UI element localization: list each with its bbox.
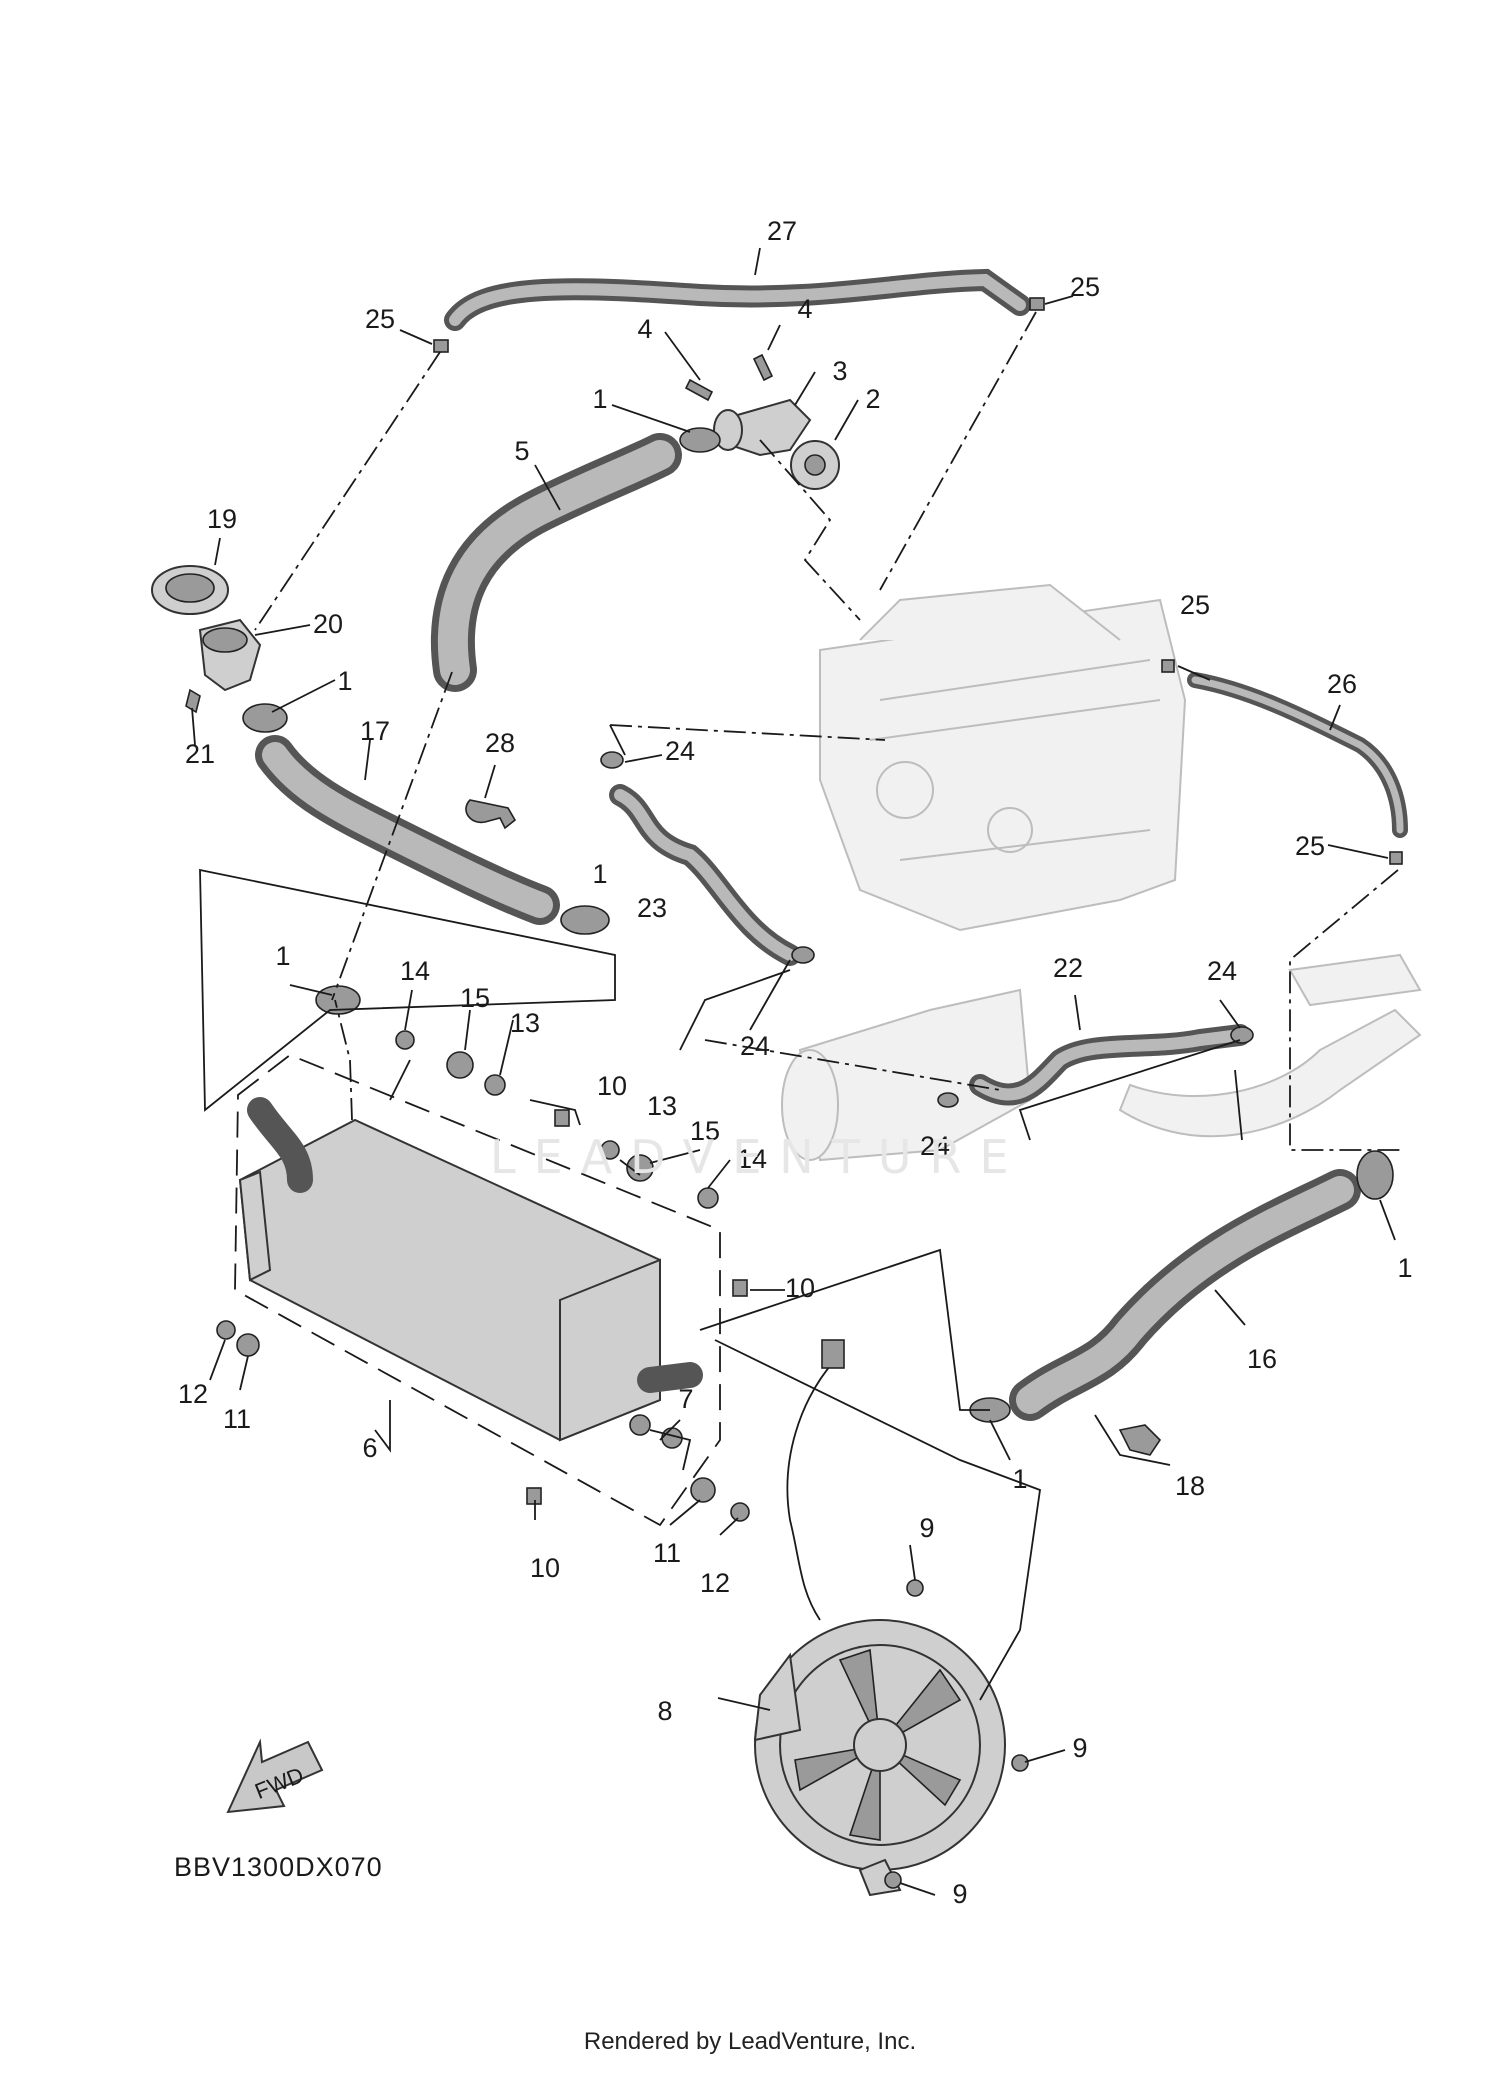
- callout-15: 15: [460, 983, 490, 1013]
- callouts: 27 25 25 25 25 4 4 3 2 1 5 19 20 1 21 17…: [178, 216, 1413, 1909]
- callout-13: 13: [510, 1008, 540, 1038]
- engine-ghost: [819, 583, 1187, 932]
- footer-credit: Rendered by LeadVenture, Inc.: [583, 2028, 917, 2055]
- callout-27: 27: [767, 216, 797, 246]
- callout-6: 6: [362, 1433, 377, 1463]
- cooling-fan: [753, 1339, 1029, 1897]
- callout-15: 15: [690, 1116, 720, 1146]
- callout-9: 9: [919, 1513, 934, 1543]
- hose-clips: [433, 297, 1403, 1108]
- callout-4: 4: [637, 314, 652, 344]
- callout-1: 1: [337, 666, 352, 696]
- callout-12: 12: [700, 1568, 730, 1598]
- callout-1: 1: [592, 384, 607, 414]
- diagram-code: BBV1300DX070: [174, 1852, 383, 1882]
- callout-5: 5: [514, 436, 529, 466]
- callout-24: 24: [740, 1031, 770, 1061]
- clip-18: [1118, 1424, 1162, 1456]
- callout-9: 9: [952, 1879, 967, 1909]
- callout-1: 1: [275, 941, 290, 971]
- callout-3: 3: [832, 356, 847, 386]
- leader-lines: [191, 247, 1400, 1896]
- callout-20: 20: [313, 609, 343, 639]
- callout-17: 17: [360, 716, 390, 746]
- radiator: [238, 1097, 703, 1442]
- callout-25: 25: [1180, 590, 1210, 620]
- callout-25: 25: [1295, 831, 1325, 861]
- watermark-text: LEADVENTURE: [490, 1130, 1027, 1184]
- callout-2: 2: [865, 384, 880, 414]
- callout-14: 14: [737, 1144, 767, 1174]
- thermostat-housing: [713, 398, 840, 490]
- callout-7: 7: [678, 1384, 693, 1414]
- callout-18: 18: [1175, 1471, 1205, 1501]
- callout-12: 12: [178, 1379, 208, 1409]
- filter-ghost: [781, 988, 1032, 1162]
- callout-16: 16: [1247, 1344, 1277, 1374]
- radiator-fasteners: [216, 1030, 750, 1522]
- callout-24: 24: [920, 1131, 950, 1161]
- callout-8: 8: [657, 1696, 672, 1726]
- callout-22: 22: [1053, 953, 1083, 983]
- callout-1: 1: [592, 859, 607, 889]
- callout-11: 11: [653, 1538, 681, 1568]
- callout-1: 1: [1397, 1253, 1412, 1283]
- clamps: [242, 427, 1394, 1423]
- callout-24: 24: [1207, 956, 1237, 986]
- callout-4: 4: [797, 294, 812, 324]
- callout-28: 28: [485, 728, 515, 758]
- callout-10: 10: [530, 1553, 560, 1583]
- radiator-cap-group: [151, 565, 262, 714]
- callout-25: 25: [365, 304, 395, 334]
- clip-28: [465, 799, 517, 830]
- callout-21: 21: [185, 739, 215, 769]
- callout-26: 26: [1327, 669, 1357, 699]
- fwd-arrow: FWD: [226, 1738, 324, 1814]
- callout-1: 1: [1012, 1464, 1027, 1494]
- callout-14: 14: [400, 956, 430, 986]
- callout-25: 25: [1070, 272, 1100, 302]
- callout-13: 13: [647, 1091, 677, 1121]
- bolt-4a: [684, 378, 714, 402]
- radiator-outline: [234, 1053, 721, 1527]
- callout-11: 11: [223, 1404, 251, 1434]
- bolt-4b: [752, 353, 774, 382]
- callout-9: 9: [1072, 1733, 1087, 1763]
- callout-10: 10: [597, 1071, 627, 1101]
- exhaust-ghost: [1118, 953, 1422, 1138]
- callout-19: 19: [207, 504, 237, 534]
- callout-10: 10: [785, 1273, 815, 1303]
- callout-24: 24: [665, 736, 695, 766]
- callout-23: 23: [637, 893, 667, 923]
